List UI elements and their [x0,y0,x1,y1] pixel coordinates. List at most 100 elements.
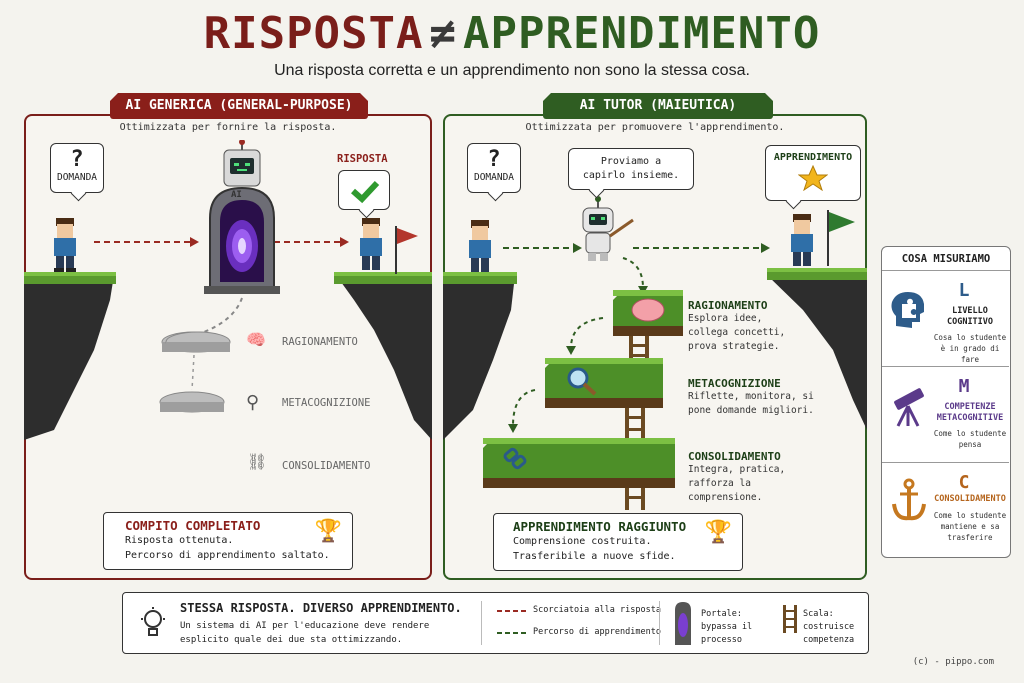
step-ragionamento-text: Esplora idee, collega concetti, prova st… [688,313,786,352]
step-consolidamento-text: Integra, pratica, rafforza la comprensio… [688,464,786,503]
checkmark-icon [351,180,380,204]
legend-red-dash [497,610,527,612]
measure-c-letter: C [958,472,970,493]
left-result-line1: Risposta ottenuta. [125,535,234,546]
student-right-start [469,220,491,272]
legend-path: Percorso di apprendimento [533,627,661,637]
left-scene [24,140,432,440]
right-scene [443,196,867,510]
star-icon [798,165,828,191]
footer-divider-2 [659,601,660,645]
head-puzzle-icon [891,292,924,328]
tutor-robot [582,196,634,261]
platform-consolidamento [483,438,675,488]
green-flag-icon [827,210,855,266]
goal-bubble: APPRENDIMENTO [765,145,861,201]
left-step-consolidamento: CONSOLIDAMENTO [282,460,371,472]
left-result-box: COMPITO COMPLETATO Risposta ottenuta. Pe… [103,512,353,570]
measure-m: M COMPETENZE METACOGNITIVE Come lo stude… [882,368,1009,463]
main-title: RISPOSTA≠APPRENDIMENTO [0,8,1024,60]
measure-m-name: COMPETENZE METACOGNITIVE [936,402,1004,423]
left-panel-tag: AI GENERICA (GENERAL-PURPOSE) [110,93,368,119]
brain-icon-grey: 🧠 [246,330,266,349]
right-result-title: APPRENDIMENTO RAGGIUNTO [513,519,687,534]
ladder-3 [625,488,645,510]
measures-title: COSA MISURIAMO [882,247,1010,271]
footer-box: STESSA RISPOSTA. DIVERSO APPRENDIMENTO. … [122,592,869,654]
question-label: DOMANDA [56,172,98,183]
right-start-cliff [443,272,517,440]
legend-ladder-icon [783,605,797,633]
right-question-bubble: ? DOMANDA [467,143,521,193]
right-panel-desc: Ottimizzata per promuovere l'apprendimen… [525,122,785,133]
goal-label: APPRENDIMENTO [773,152,853,163]
question-mark-icon: ? [70,147,84,172]
measure-l: L LIVELLO COGNITIVO Cosa lo studente è i… [882,272,1009,367]
measure-m-letter: M [958,376,970,397]
right-result-line2: Trasferibile a nuove sfide. [513,551,676,562]
tutor-bubble: Proviamo a capirlo insieme. [568,148,694,190]
footer-title: STESSA RISPOSTA. DIVERSO APPRENDIMENTO. [180,601,462,615]
portal-icon [204,186,280,294]
platform-ragionamento [613,290,683,336]
footer-text: Un sistema di AI per l'educazione deve r… [180,621,430,645]
magnifier-icon-grey: ⚲ [246,392,260,413]
measure-m-desc: Come lo studente pensa [933,429,1007,449]
trophy-icon: 🏆 [314,519,342,544]
measure-c-desc: Come lo studente mantiene e sa trasferir… [933,511,1007,542]
left-result-title: COMPITO COMPLETATO [125,518,261,533]
measure-c: C CONSOLIDAMENTO Come lo studente mantie… [882,464,1009,559]
student-left [54,218,76,272]
step-consolidamento-title: CONSOLIDAMENTO [688,450,781,463]
left-step-ragionamento: RAGIONAMENTO [282,336,358,348]
step-consolidamento: CONSOLIDAMENTO Integra, pratica, rafforz… [688,450,818,505]
left-result-line2: Percorso di apprendimento saltato. [125,550,330,561]
measure-c-name: CONSOLIDAMENTO [934,494,1006,504]
measures-panel: COSA MISURIAMO L LIVELLO COGNITIVO Cosa … [881,246,1011,558]
left-panel-desc: Ottimizzata per fornire la risposta. [119,122,337,133]
left-top-stone [165,331,231,353]
right-result-line1: Comprensione costruita. [513,536,652,547]
legend-portal: Portale: bypassa il processo [701,609,753,645]
lightbulb-icon [141,607,165,636]
subtitle: Una risposta corretta e un apprendimento… [274,62,750,79]
footer-message: STESSA RISPOSTA. DIVERSO APPRENDIMENTO. … [180,601,470,647]
step-ragionamento: RAGIONAMENTO Esplora idee, collega conce… [688,299,808,354]
right-result-box: APPRENDIMENTO RAGGIUNTO Comprensione cos… [493,513,743,571]
step-metacognizione-text: Riflette, monitora, si pone domande migl… [688,391,814,416]
legend-green-dash [497,632,527,634]
title-risposta: RISPOSTA [203,8,424,59]
step-metacognizione: METACOGNIZIONE Riflette, monitora, si po… [688,377,818,418]
telescope-icon [894,388,924,427]
measure-l-desc: Cosa lo studente è in grado di fare [933,333,1007,364]
left-step-metacognizione: METACOGNIZIONE [282,397,371,409]
red-flag-icon [395,226,418,274]
left-start-cliff [24,272,116,440]
step-ragionamento-title: RAGIONAMENTO [688,299,768,312]
footer-divider [481,601,482,645]
student-right-finish [791,214,813,266]
right-panel-tag: AI TUTOR (MAIEUTICA) [543,93,773,119]
step-metacognizione-title: METACOGNIZIONE [688,377,781,390]
ladder-1 [629,336,649,368]
measure-l-letter: L [958,280,970,301]
legend-ladder: Scala: costruisce competenza [803,609,855,645]
anchor-icon [892,478,926,521]
portal-ai-label: AI [231,190,242,200]
copyright: (c) - pippo.com [912,657,994,667]
trophy-icon-right: 🏆 [704,520,732,545]
chain-link-icon-grey: ⛓ [247,452,268,471]
answer-check-bubble [338,170,390,210]
not-equal-sign: ≠ [429,8,458,59]
legend-portal-icon [675,602,691,645]
ai-robot [223,140,261,187]
answer-label: RISPOSTA [337,153,388,165]
title-apprendimento: APPRENDIMENTO [463,8,821,59]
grey-stone-2 [159,391,225,413]
measure-l-name: LIVELLO COGNITIVO [946,306,994,327]
question-mark-icon-right: ? [487,147,501,172]
question-label-right: DOMANDA [473,172,515,183]
right-end-cliff [767,268,867,430]
left-end-cliff [334,272,432,440]
platform-metacognizione [545,358,663,408]
